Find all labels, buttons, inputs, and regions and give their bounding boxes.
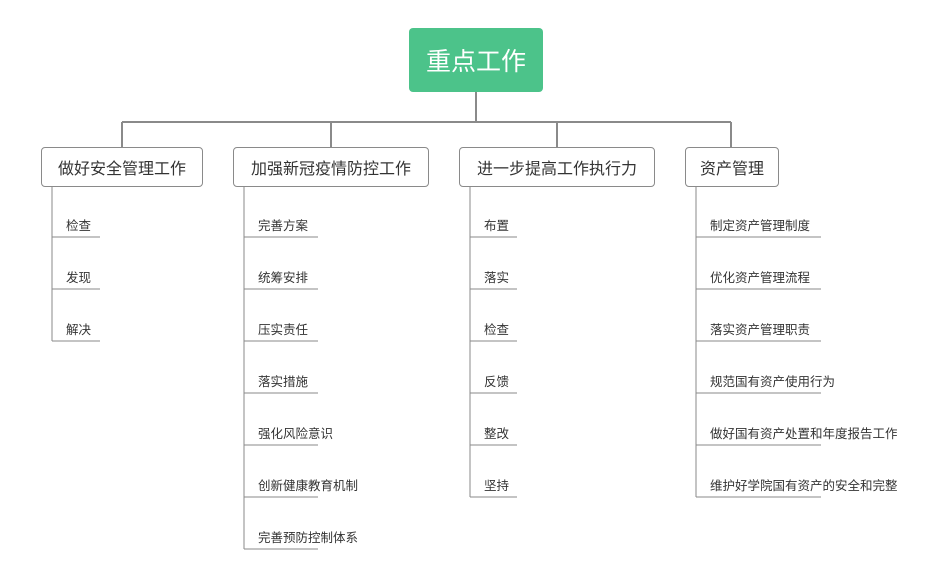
leaf-assets-2[interactable]: 落实资产管理职责 (710, 322, 811, 337)
leaf-assets-4[interactable]: 做好国有资产处置和年度报告工作 (710, 426, 898, 441)
leaf-assets-3[interactable]: 规范国有资产使用行为 (710, 374, 836, 389)
leaf-epidemic-2[interactable]: 压实责任 (258, 322, 309, 337)
branch-assets[interactable]: 资产管理 (685, 147, 779, 187)
leaf-epidemic-1[interactable]: 统筹安排 (258, 270, 309, 285)
leaf-epidemic-0[interactable]: 完善方案 (258, 218, 309, 233)
leaf-execution-3[interactable]: 反馈 (484, 374, 510, 389)
leaf-execution-0[interactable]: 布置 (484, 218, 510, 233)
leaf-safety-1[interactable]: 发现 (66, 270, 92, 285)
root-node[interactable]: 重点工作 (409, 28, 543, 92)
leaf-assets-1[interactable]: 优化资产管理流程 (710, 270, 811, 285)
leaf-safety-2[interactable]: 解决 (66, 322, 92, 337)
leaf-connectors (51, 187, 821, 550)
leaf-epidemic-4[interactable]: 强化风险意识 (258, 426, 334, 441)
leaf-assets-5[interactable]: 维护好学院国有资产的安全和完整 (710, 478, 898, 493)
branch-safety[interactable]: 做好安全管理工作 (41, 147, 203, 187)
leaf-epidemic-5[interactable]: 创新健康教育机制 (258, 478, 359, 493)
branch-epidemic[interactable]: 加强新冠疫情防控工作 (233, 147, 429, 187)
leaf-execution-2[interactable]: 检查 (484, 322, 510, 337)
leaf-execution-1[interactable]: 落实 (484, 270, 510, 285)
root-connector (121, 92, 732, 147)
leaf-safety-0[interactable]: 检查 (66, 218, 92, 233)
leaf-epidemic-6[interactable]: 完善预防控制体系 (258, 530, 359, 545)
leaf-assets-0[interactable]: 制定资产管理制度 (710, 218, 811, 233)
leaf-epidemic-3[interactable]: 落实措施 (258, 374, 309, 389)
branch-execution[interactable]: 进一步提高工作执行力 (459, 147, 655, 187)
leaf-execution-4[interactable]: 整改 (484, 426, 510, 441)
leaf-execution-5[interactable]: 坚持 (484, 478, 510, 493)
